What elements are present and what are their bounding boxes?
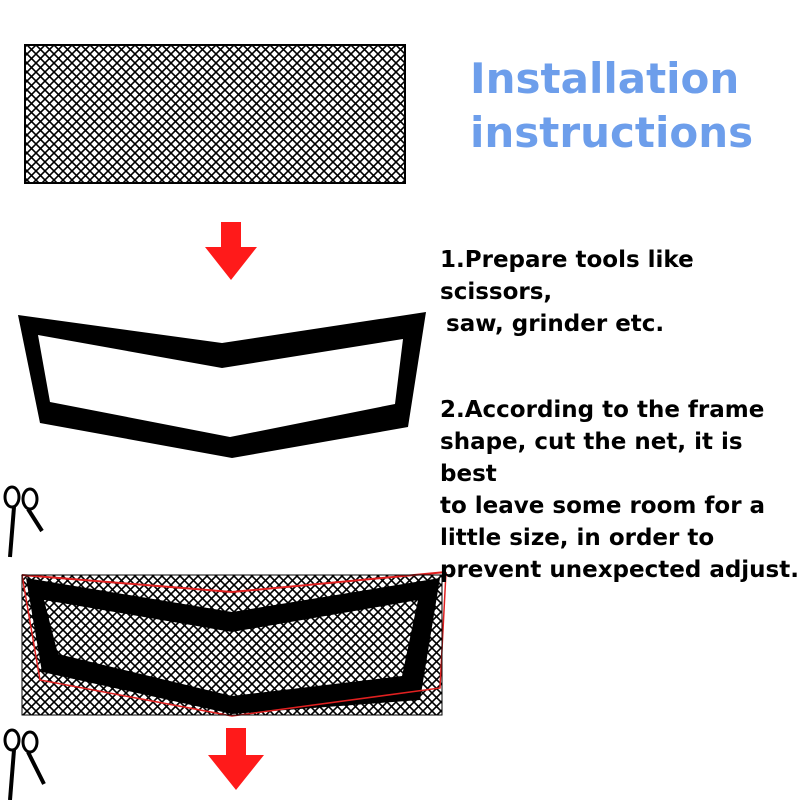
down-arrow-icon [205,222,257,280]
step-2-line: shape, cut the net, it is best [440,429,743,487]
grille-frame [18,312,426,458]
down-arrow-icon [208,728,264,790]
scissors-icon [3,485,44,558]
title-line-2: instructions [470,108,754,157]
step-1-text: 1.Prepare tools like scissors, saw, grin… [440,244,800,340]
step-2-text: 2.According to the frame shape, cut the … [440,394,800,586]
step-1-line: saw, grinder etc. [446,311,665,337]
mesh-sheet [24,44,406,184]
scissors-icon [3,728,46,800]
mesh-with-frame [21,571,447,717]
step-1-line: 1.Prepare tools like scissors, [440,247,694,305]
page-title: Installation instructions [470,52,790,160]
step-2-line: little size, in order to [440,525,715,551]
step-2-line: prevent unexpected adjust. [440,557,799,583]
step-2-line: to leave some room for a [440,493,766,519]
title-line-1: Installation [470,54,740,103]
step-2-line: 2.According to the frame [440,397,765,423]
